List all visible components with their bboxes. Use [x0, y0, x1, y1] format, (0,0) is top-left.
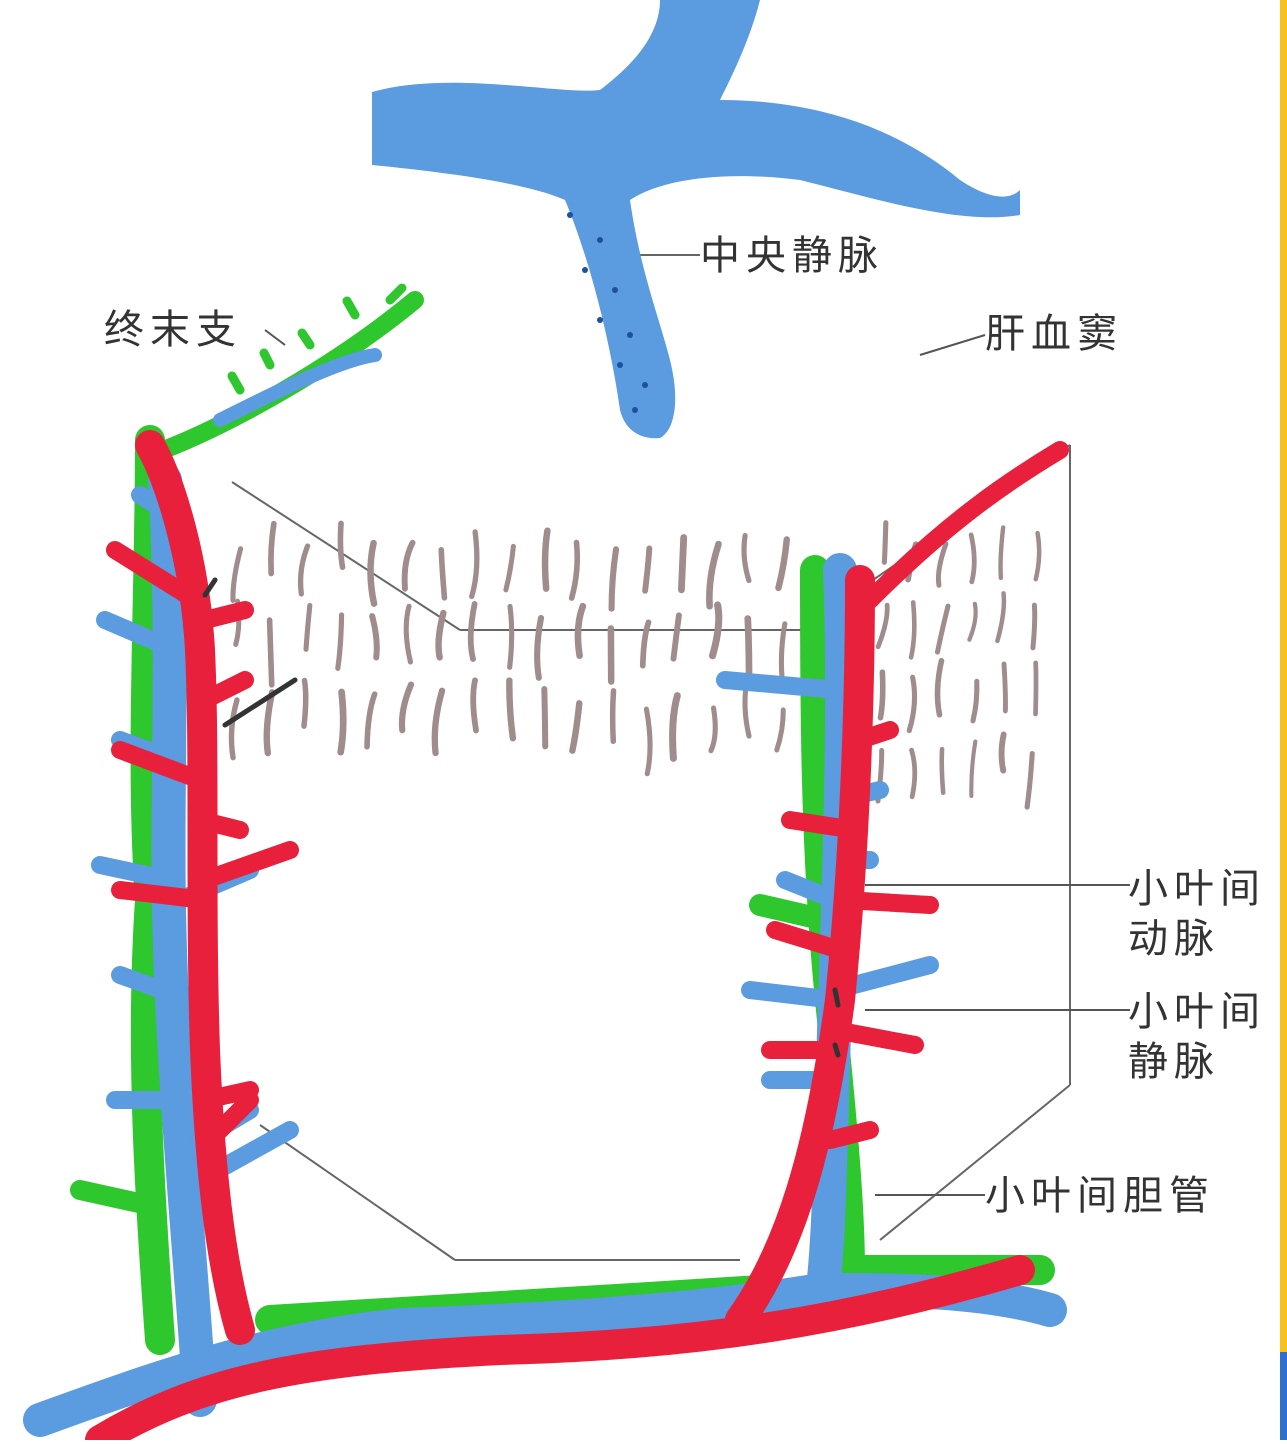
sinusoid [545, 531, 547, 589]
sinusoid [304, 681, 306, 727]
sinusoid [613, 691, 614, 741]
sinusoid [1004, 664, 1005, 711]
sinusoid [912, 750, 915, 797]
sinusoid [646, 709, 650, 774]
sinusoid [709, 544, 718, 606]
sinusoid [778, 539, 786, 587]
sinusoid [971, 742, 975, 796]
sinusoid [909, 677, 914, 730]
sinusoid [745, 684, 749, 737]
sinusoid [997, 593, 1004, 641]
sinusoid [267, 692, 272, 753]
sinusoid [544, 689, 545, 746]
sinusoid [509, 681, 513, 739]
sinusoid [537, 618, 541, 678]
sinusoid [271, 524, 274, 574]
sinusoid [878, 605, 887, 647]
sinusoid [439, 613, 444, 657]
sinusoid [643, 622, 649, 665]
sinusoid [880, 672, 882, 718]
sinusoid [341, 692, 344, 752]
label-central-vein: 中央静脉 [700, 232, 884, 280]
sinusoid [270, 620, 272, 685]
sinusoid [673, 615, 678, 658]
sinusoid [973, 681, 977, 720]
sinusoid [233, 549, 241, 601]
label-interlobular-bile-duct: 小叶间胆管 [985, 1172, 1215, 1220]
sinusoid [301, 546, 308, 594]
sinusoid [711, 708, 715, 751]
sinusoid [340, 523, 342, 567]
sinusoid [306, 605, 310, 649]
sinusoid [942, 749, 943, 793]
sinusoid [372, 616, 377, 657]
sinusoid [1033, 605, 1035, 648]
vessel-markers [205, 580, 838, 1055]
sinusoid [572, 543, 578, 599]
sinusoid [367, 694, 375, 747]
sinusoid [681, 538, 683, 590]
label-interlobular-artery-line2: 动脉 [1128, 912, 1220, 966]
label-hepatic-sinusoid: 肝血窦 [985, 310, 1123, 358]
sinusoid [441, 550, 444, 598]
sinusoid [938, 544, 946, 586]
sinusoid [472, 532, 477, 597]
sinusoid [673, 696, 678, 759]
sinusoid [1001, 527, 1004, 578]
sinusoid [406, 606, 410, 662]
sinusoid [971, 535, 974, 582]
sinusoid [969, 604, 975, 640]
sinusoid [748, 619, 749, 683]
label-interlobular-vein-line2: 静脉 [1128, 1035, 1220, 1089]
sinusoid [510, 606, 512, 667]
label-interlobular-artery-line1: 小叶间 [1128, 862, 1266, 916]
frame-edge [1280, 0, 1287, 1440]
sinusoid [744, 536, 749, 581]
sinusoid [884, 523, 885, 563]
central-vein [372, 0, 1020, 438]
sinusoid [506, 546, 513, 590]
sinusoid [937, 661, 941, 715]
sinusoid [911, 602, 914, 657]
label-interlobular-vein-line1: 小叶间 [1128, 985, 1266, 1039]
sinusoid [405, 543, 413, 589]
sinusoid [572, 703, 579, 750]
sinusoid [338, 615, 342, 668]
frame-edge-accent [1280, 1352, 1287, 1440]
label-terminal-branch: 终末支 [104, 306, 242, 354]
sinusoid [473, 680, 476, 730]
sinusoid [1036, 533, 1039, 579]
sinusoid [937, 606, 948, 652]
sinusoid [645, 548, 649, 590]
sinusoid [1027, 754, 1032, 808]
sinusoid [370, 543, 374, 604]
sinusoid [231, 700, 237, 758]
sinusoid [1035, 663, 1036, 714]
sinusoid [777, 710, 783, 750]
sinusoid [781, 624, 784, 679]
sinusoid [435, 691, 442, 753]
sinusoid [471, 604, 475, 659]
sinusoid [1002, 734, 1004, 770]
sinusoid [612, 549, 616, 608]
sinusoid [402, 685, 411, 731]
